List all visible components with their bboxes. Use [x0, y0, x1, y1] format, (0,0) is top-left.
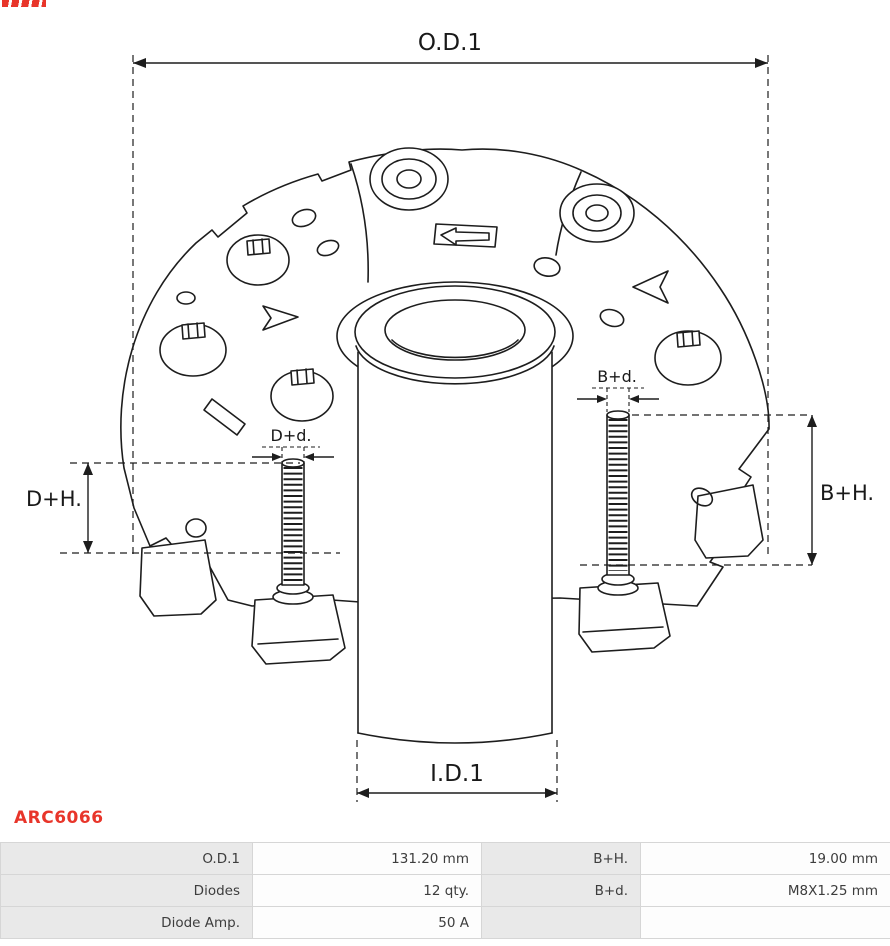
spec-value: [640, 906, 890, 939]
center-bore: [354, 285, 556, 744]
table-row: O.D.1 131.20 mm B+H. 19.00 mm: [0, 842, 890, 875]
dimension-bd: B+d.: [577, 367, 659, 412]
rectifier-technical-drawing: O.D.1 D+H. B+H. D+d.: [26, 30, 874, 802]
spec-label: Diodes: [0, 874, 253, 907]
dim-label-dh: D+H.: [26, 487, 82, 511]
spec-value: 131.20 mm: [252, 842, 482, 875]
spec-value: M8X1.25 mm: [640, 874, 890, 907]
terminal-slot: [433, 223, 498, 248]
part-number: ARC6066: [14, 808, 104, 828]
dim-label-bh: B+H.: [820, 481, 874, 505]
spec-value: 19.00 mm: [640, 842, 890, 875]
spec-label: Diode Amp.: [0, 906, 253, 939]
table-row: Diode Amp. 50 A: [0, 906, 890, 939]
dimension-od1: O.D.1: [132, 30, 769, 557]
spec-label: B+H.: [481, 842, 641, 875]
spec-value: 50 A: [252, 906, 482, 939]
dim-label-od1: O.D.1: [418, 30, 482, 56]
diode-cells: [159, 234, 722, 422]
left-terminal-stud: [251, 458, 346, 665]
vent-holes: [176, 208, 714, 507]
right-terminal-stud: [578, 410, 671, 653]
dim-label-id1: I.D.1: [430, 761, 484, 787]
spec-table: O.D.1 131.20 mm B+H. 19.00 mm Diodes 12 …: [0, 842, 890, 939]
spec-value: 12 qty.: [252, 874, 482, 907]
dimension-dh: D+H.: [26, 462, 340, 554]
table-row: Diodes 12 qty. B+d. M8X1.25 mm: [0, 874, 890, 907]
terminal-bosses: [369, 147, 635, 243]
spec-label: O.D.1: [0, 842, 253, 875]
dimension-id1: I.D.1: [356, 740, 558, 802]
dimension-bh: B+H.: [580, 414, 874, 566]
spec-label: B+d.: [481, 874, 641, 907]
dimension-dd: D+d.: [252, 426, 334, 464]
dim-label-dd: D+d.: [271, 426, 312, 445]
dim-label-bd: B+d.: [597, 367, 637, 386]
molded-arrow-marks: [203, 270, 669, 436]
as-logo-fragment: [2, 0, 46, 7]
spec-label: [481, 906, 641, 939]
